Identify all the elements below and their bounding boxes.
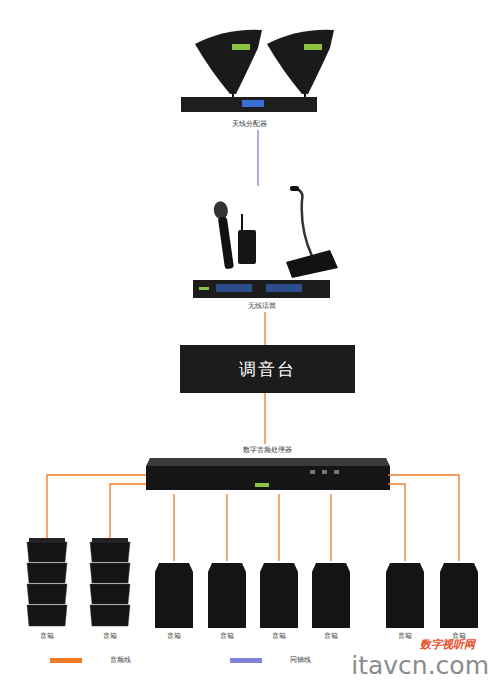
speaker: 音箱 [88, 538, 132, 642]
rack-display [266, 284, 302, 292]
node-label: 音箱 [167, 632, 181, 640]
array-module [90, 563, 130, 583]
legend-entry: 音频线 [50, 656, 131, 664]
antenna-logo [304, 44, 322, 50]
array-module [90, 605, 130, 626]
array-module [27, 563, 67, 583]
cable-connector [173, 494, 174, 561]
array-module [90, 542, 130, 562]
antenna-paddle [195, 30, 262, 94]
box-speaker [440, 563, 478, 628]
speaker: 音箱 [438, 561, 480, 642]
legend-text: 音频线 [110, 656, 131, 664]
cable-connector [278, 494, 279, 561]
box-speaker [386, 563, 424, 628]
antenna-stem [232, 94, 234, 97]
mic-body [218, 217, 234, 270]
mic-capsule [290, 186, 299, 191]
node-label: 天线分配器 [232, 120, 267, 128]
rack-logo [255, 483, 269, 487]
rack-button [322, 470, 327, 474]
cable-connector [388, 475, 459, 561]
line-array-speaker [90, 538, 130, 626]
gooseneck-mic [286, 186, 338, 278]
antenna-distributor: 天线分配器 [181, 26, 317, 130]
node-label: 音箱 [40, 632, 54, 640]
array-module [27, 542, 67, 562]
gooseneck [297, 189, 312, 256]
node-label: 音箱 [324, 632, 338, 640]
mixer-box: 调音台 [180, 345, 355, 393]
antenna-stem [304, 94, 306, 97]
array-module [90, 584, 130, 604]
rack-top [146, 458, 390, 466]
mic-base [286, 250, 338, 278]
legend-swatch [230, 658, 262, 663]
rack-button [310, 470, 315, 474]
box-speaker [208, 563, 246, 628]
antenna-paddle [267, 30, 334, 94]
bodypack-body [238, 230, 256, 264]
watermark-title: 数字视听网 [420, 638, 475, 651]
mic-grille [213, 200, 229, 220]
speaker: 音箱 [206, 561, 248, 642]
legend-entry: 同轴线 [230, 656, 311, 664]
bodypack-antenna [241, 214, 243, 230]
box-speaker [155, 563, 193, 628]
node-label: 数字音频处理器 [243, 446, 292, 454]
node-label: 音箱 [220, 632, 234, 640]
rigging-bar [92, 538, 128, 542]
node-label: 音箱 [398, 632, 412, 640]
speaker: 音箱 [258, 561, 300, 642]
antenna-logo [232, 44, 250, 50]
cable-connector [47, 475, 146, 538]
receiver-rack [193, 280, 330, 298]
node-label: 无线话筒 [248, 302, 276, 310]
cable-connector [226, 494, 227, 561]
rack-front [146, 466, 390, 490]
array-module [27, 605, 67, 626]
rigging-bar [29, 538, 65, 542]
cable-connector [110, 484, 146, 538]
speaker: 音箱 [310, 561, 352, 642]
distributor-rack [181, 97, 317, 112]
cable-connector [264, 393, 265, 444]
rack-unit [193, 280, 330, 298]
processor-rack [146, 458, 390, 490]
rack-display [216, 284, 252, 292]
node-label: 音箱 [103, 632, 117, 640]
legend-text: 同轴线 [290, 656, 311, 664]
node-label: 调音台 [239, 359, 296, 379]
antenna-pair [195, 30, 334, 97]
rack-unit [181, 97, 317, 112]
audio-processor: 数字音频处理器 [146, 444, 388, 494]
speaker: 音箱 [384, 561, 426, 642]
speaker: 音箱 [25, 538, 69, 642]
box-speaker [312, 563, 350, 628]
cable-connector [257, 130, 258, 186]
rack-display [242, 100, 264, 107]
watermark-url: itavcn.com [351, 651, 489, 681]
bodypack [238, 214, 256, 264]
rack-button [334, 470, 339, 474]
box-speaker [260, 563, 298, 628]
legend-swatch [50, 658, 82, 663]
cable-connector [264, 312, 265, 345]
line-array-speaker [27, 538, 67, 626]
rack-logo [199, 287, 209, 290]
speaker: 音箱 [153, 561, 195, 642]
array-module [27, 584, 67, 604]
handheld-mic [213, 200, 236, 269]
node-label: 音箱 [272, 632, 286, 640]
cable-connector [330, 494, 331, 561]
wireless-mic-group: 无线话筒 [190, 186, 333, 312]
cable-connector [388, 484, 405, 561]
